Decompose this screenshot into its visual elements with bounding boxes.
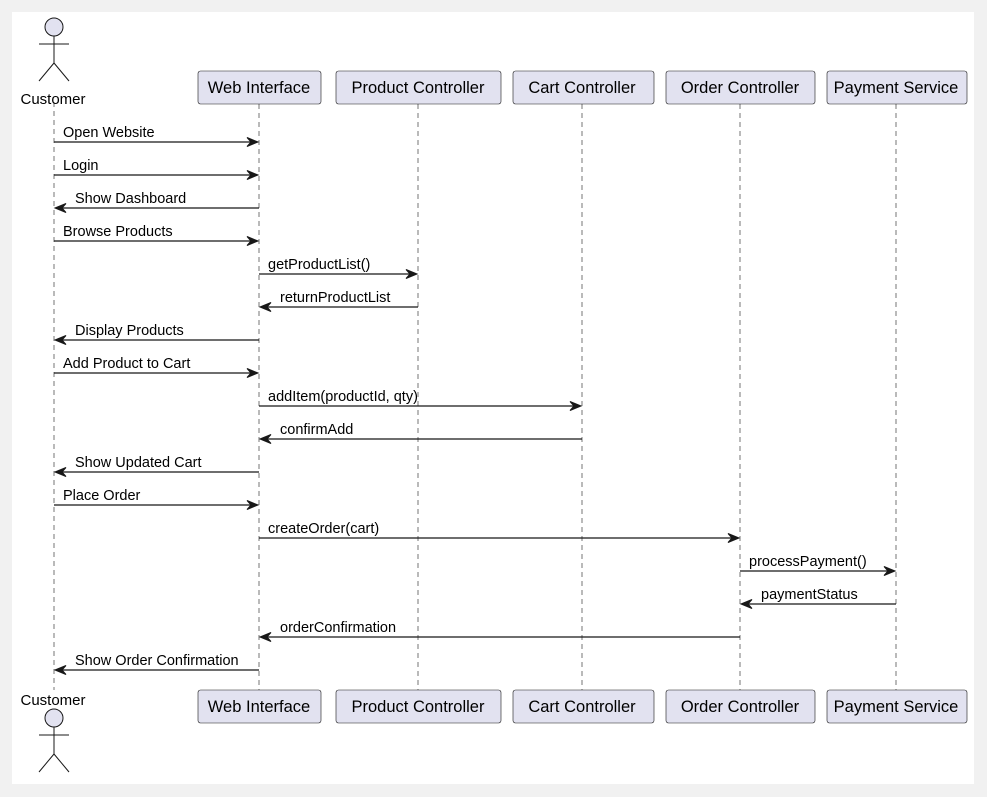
cart-box-bottom (512, 689, 655, 724)
product-box-top (335, 70, 502, 105)
message-12-label: Place Order (63, 488, 141, 504)
customer-actor-top-icon-leg-left (38, 62, 55, 82)
message-9-label: addItem(productId, qty) (268, 389, 418, 405)
order-label-top: Order Controller (681, 79, 800, 97)
web-label-top: Web Interface (208, 79, 310, 97)
order-label-bottom: Order Controller (681, 698, 800, 716)
web-box-bottom (197, 689, 322, 724)
message-14-label: processPayment() (749, 554, 867, 570)
message-13-arrowhead (727, 533, 741, 543)
message-10-arrowhead (258, 434, 272, 444)
message-17-arrowhead (53, 665, 67, 675)
message-9-arrowhead (569, 401, 583, 411)
cart-box-top (512, 70, 655, 105)
message-2-arrowhead (246, 170, 260, 180)
cart-label-bottom: Cart Controller (528, 698, 636, 716)
message-2-label: Login (63, 158, 98, 174)
message-13-label: createOrder(cart) (268, 521, 379, 537)
message-14-arrowhead (883, 566, 897, 576)
customer-actor-bottom-icon-leg-right (53, 753, 70, 773)
message-8-label: Add Product to Cart (63, 356, 190, 372)
message-6-arrowhead (258, 302, 272, 312)
customer-actor-top-icon-head (44, 17, 64, 37)
message-5-label: getProductList() (268, 257, 370, 273)
order-box-bottom (665, 689, 816, 724)
message-16-arrowhead (258, 632, 272, 642)
message-7-arrowhead (53, 335, 67, 345)
message-11-label: Show Updated Cart (75, 455, 202, 471)
message-5-arrowhead (405, 269, 419, 279)
web-label-bottom: Web Interface (208, 698, 310, 716)
customer-actor-bottom-icon-head (44, 708, 64, 728)
product-box-bottom (335, 689, 502, 724)
message-3-label: Show Dashboard (75, 191, 186, 207)
payment-box-top (826, 70, 968, 105)
message-1-arrowhead (246, 137, 260, 147)
payment-box-bottom (826, 689, 968, 724)
web-box-top (197, 70, 322, 105)
message-16-label: orderConfirmation (280, 620, 396, 636)
message-4-arrowhead (246, 236, 260, 246)
message-11-arrowhead (53, 467, 67, 477)
customer-actor-top-icon-leg-right (53, 62, 70, 82)
message-7-label: Display Products (75, 323, 184, 339)
order-box-top (665, 70, 816, 105)
message-15-arrowhead (739, 599, 753, 609)
message-3-arrowhead (53, 203, 67, 213)
message-17-label: Show Order Confirmation (75, 653, 239, 669)
message-12-arrowhead (246, 500, 260, 510)
customer-actor-bottom-label: Customer (20, 692, 85, 709)
message-4-label: Browse Products (63, 224, 173, 240)
customer-actor-bottom-icon-leg-left (38, 753, 55, 773)
message-6-label: returnProductList (280, 290, 390, 306)
message-15-label: paymentStatus (761, 587, 858, 603)
cart-label-top: Cart Controller (528, 79, 636, 97)
payment-label-bottom: Payment Service (834, 698, 959, 716)
product-label-top: Product Controller (352, 79, 485, 97)
message-1-label: Open Website (63, 125, 155, 141)
payment-label-top: Payment Service (834, 79, 959, 97)
customer-actor-top-label: Customer (20, 91, 85, 108)
message-10-label: confirmAdd (280, 422, 353, 438)
message-8-arrowhead (246, 368, 260, 378)
product-label-bottom: Product Controller (352, 698, 485, 716)
